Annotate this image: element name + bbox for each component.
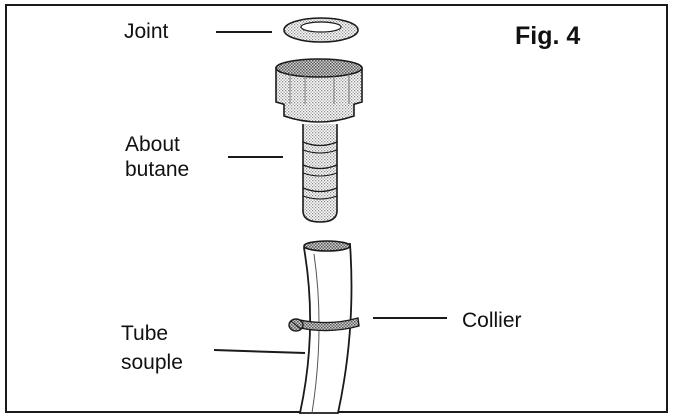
label-joint: Joint bbox=[124, 20, 169, 43]
label-collier: Collier bbox=[462, 309, 522, 332]
label-tube-line1: Tube bbox=[121, 322, 169, 345]
butane-fitting bbox=[275, 58, 363, 223]
leader-tube bbox=[213, 349, 306, 354]
figure-title: Fig. 4 bbox=[515, 22, 581, 50]
label-about-line2: butane bbox=[125, 158, 190, 181]
collier-clamp bbox=[288, 317, 360, 332]
joint-washer bbox=[283, 17, 359, 43]
label-about-line1: About bbox=[125, 133, 180, 156]
label-tube-line2: souple bbox=[121, 351, 183, 374]
